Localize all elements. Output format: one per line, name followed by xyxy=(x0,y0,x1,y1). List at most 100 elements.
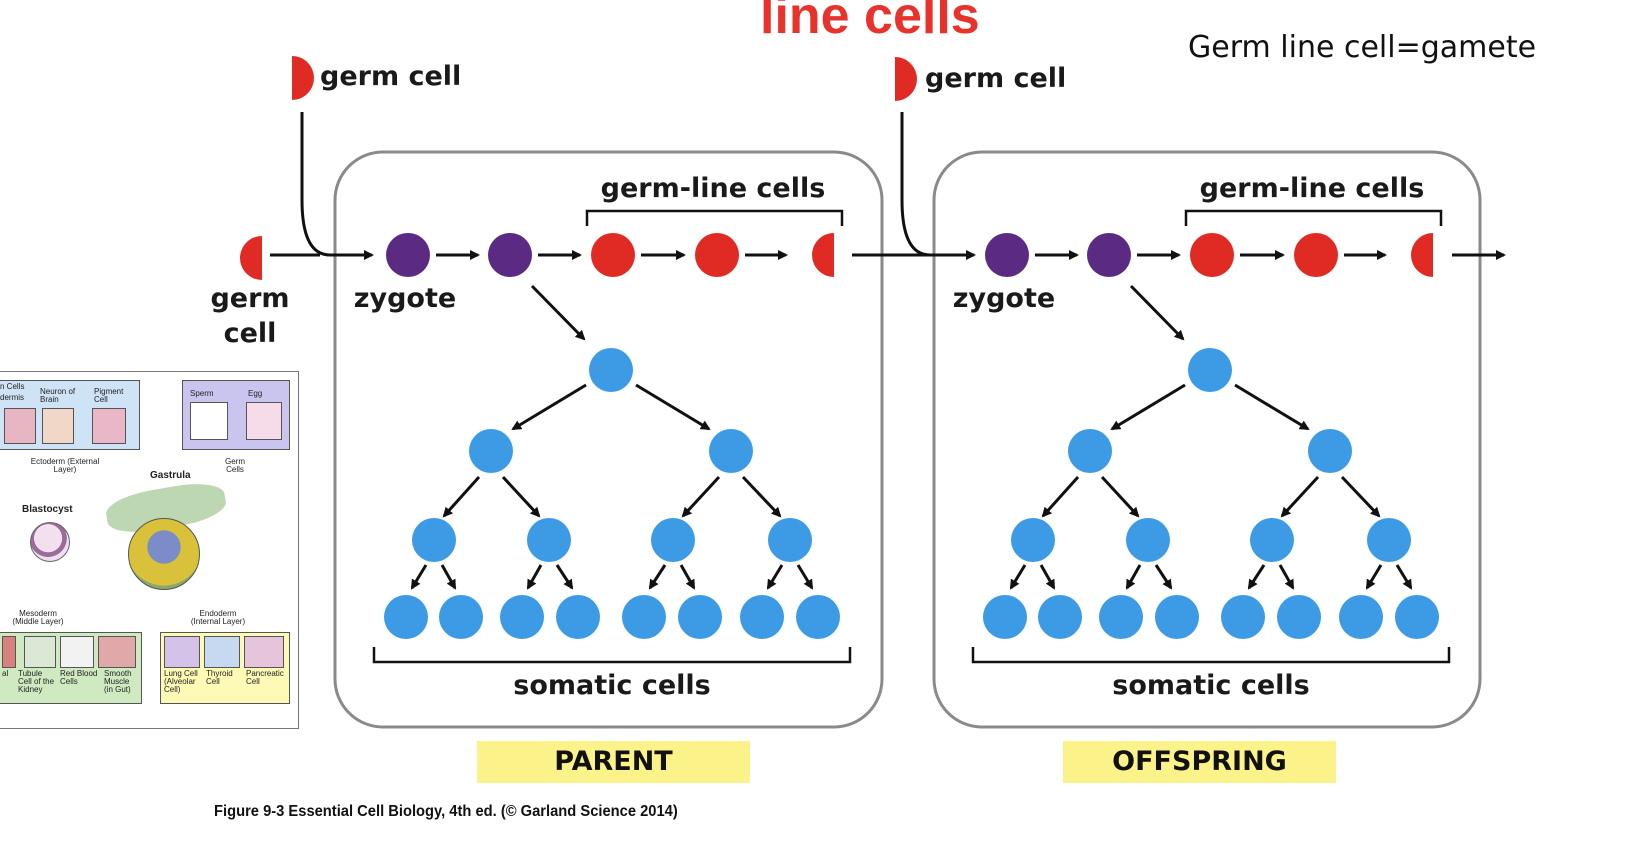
fertilization-arrow xyxy=(300,112,374,260)
somatic-cell xyxy=(1277,595,1321,639)
somatic-cell xyxy=(768,518,812,562)
inset-label: Mesoderm (Middle Layer) xyxy=(12,609,64,626)
lineage-arrow xyxy=(679,564,696,590)
somatic-cell xyxy=(740,595,784,639)
lineage-arrow xyxy=(635,383,711,431)
somatic-cell xyxy=(651,518,695,562)
somatic-cell xyxy=(1308,429,1352,473)
lineage-arrow xyxy=(741,475,782,518)
lineage-arrow xyxy=(681,475,721,518)
offspring-panel xyxy=(932,150,1482,729)
lineage-arrow xyxy=(796,564,814,590)
parent-tag: PARENT xyxy=(477,741,750,783)
lineage-arrow xyxy=(1154,564,1173,590)
inset-label: Gastrula xyxy=(150,470,191,481)
lineage-arrow xyxy=(1100,475,1140,518)
somatic-bracket xyxy=(971,647,1451,664)
parent-panel xyxy=(333,150,884,729)
embryo-layers-inset: n Cells dermis Neuron of Brain Pigment C… xyxy=(0,371,299,729)
somatic-cell xyxy=(1339,595,1383,639)
somatic-cell xyxy=(439,595,483,639)
gamete-icon xyxy=(812,233,834,277)
germ-cell-left-label: germ xyxy=(210,283,289,314)
somatic-cell xyxy=(1367,518,1411,562)
inset-label: Smooth Muscle (in Gut) xyxy=(104,669,132,694)
lineage-arrow xyxy=(1009,564,1027,590)
somatic-cell xyxy=(1221,595,1265,639)
lineage-arrow xyxy=(1395,564,1413,590)
somatic-cell xyxy=(469,429,513,473)
zygote-cell xyxy=(1087,233,1131,277)
zygote-label: zygote xyxy=(953,283,1055,314)
lineage-arrow xyxy=(766,564,784,590)
somatic-label: somatic cells xyxy=(1112,670,1309,701)
germ-cell-left-label: cell xyxy=(224,318,277,349)
inset-label: Pancreatic Cell xyxy=(246,669,284,686)
inset-label: Thyroid Cell xyxy=(206,669,233,686)
lineage-arrow xyxy=(1340,475,1381,518)
slide-title: line cells xyxy=(760,0,980,45)
somatic-cell xyxy=(1099,595,1143,639)
germ-line-cell xyxy=(1294,233,1338,277)
somatic-cell xyxy=(1038,595,1082,639)
offspring-tag: OFFSPRING xyxy=(1063,741,1336,783)
inset-label: Ectoderm (External Layer) xyxy=(30,457,100,474)
lineage-arrow xyxy=(1110,383,1186,431)
lineage-arrow xyxy=(1280,475,1320,518)
zygote-label: zygote xyxy=(354,283,456,314)
somatic-cell xyxy=(527,518,571,562)
inset-label: Germ Cells xyxy=(225,457,245,474)
inset-label: n Cells xyxy=(0,382,25,391)
somatic-cell xyxy=(1250,518,1294,562)
lineage-arrow xyxy=(511,383,587,431)
lineage-arrow xyxy=(1125,564,1142,590)
germ-line-cell xyxy=(591,233,635,277)
lineage-arrow xyxy=(410,564,428,590)
figure-caption: Figure 9-3 Essential Cell Biology, 4th e… xyxy=(214,803,678,820)
lineage-arrow xyxy=(526,564,543,590)
somatic-cell xyxy=(589,348,633,392)
somatic-cell xyxy=(384,595,428,639)
germline-bracket xyxy=(1184,209,1443,226)
lineage-arrow xyxy=(530,284,586,341)
somatic-label: somatic cells xyxy=(513,670,710,701)
somatic-cell xyxy=(983,595,1027,639)
offspring-lineage: germ-line cells zygote somatic cells xyxy=(953,173,1451,701)
lineage-arrow xyxy=(648,564,667,590)
germ-cell-label: germ cell xyxy=(925,63,1066,94)
lineage-arrow xyxy=(555,564,574,590)
germline-label: germ-line cells xyxy=(601,173,826,204)
inset-label: Blastocyst xyxy=(22,504,73,515)
germ-cell-label: germ cell xyxy=(320,61,461,92)
inset-label: Pigment Cell xyxy=(94,387,124,404)
inset-label: Lung Cell (Alveolar Cell) xyxy=(164,669,198,694)
inset-label: Egg xyxy=(248,389,263,398)
somatic-bracket xyxy=(372,647,852,664)
zygote-cell xyxy=(488,233,532,277)
lineage-arrow xyxy=(1129,284,1185,341)
gamete-note: Germ line cell=gamete xyxy=(1188,30,1537,65)
germline-label: germ-line cells xyxy=(1200,173,1425,204)
lineage-arrow xyxy=(440,564,457,590)
somatic-cell xyxy=(1126,518,1170,562)
parent-lineage: germ-line cells zygote somatic cells xyxy=(354,173,852,701)
inset-label: al xyxy=(2,669,9,678)
inset-label: dermis xyxy=(0,393,25,402)
somatic-cell xyxy=(622,595,666,639)
somatic-cell xyxy=(1011,518,1055,562)
inset-label: Sperm xyxy=(190,389,214,398)
germline-bracket xyxy=(585,209,844,226)
lineage-arrow xyxy=(1247,564,1266,590)
lineage-arrow xyxy=(442,475,481,518)
lineage-arrow xyxy=(501,475,541,518)
germ-cell-icon xyxy=(292,56,314,100)
somatic-cell xyxy=(556,595,600,639)
zygote-cell xyxy=(985,233,1029,277)
lineage-arrow xyxy=(1234,383,1310,431)
inset-label: Tubule Cell of the Kidney xyxy=(18,669,55,694)
germ-cell-icon xyxy=(240,236,262,280)
germ-line-cell xyxy=(695,233,739,277)
lineage-arrow xyxy=(1365,564,1383,590)
germ-line-cell xyxy=(1190,233,1234,277)
